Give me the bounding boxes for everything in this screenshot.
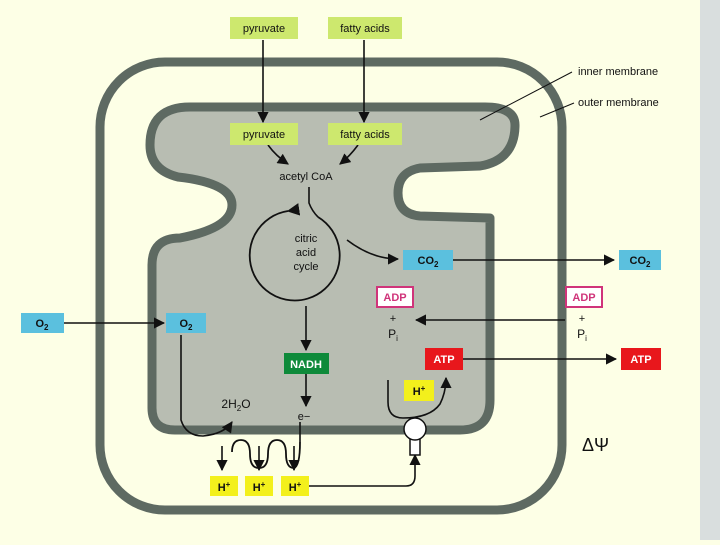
pyruvate-matrix-label: pyruvate (243, 129, 285, 141)
co2-matrix-box (403, 250, 453, 270)
fatty-acids-cytosol-box (328, 17, 402, 39)
atp-matrix-box (425, 348, 463, 370)
co2-cytosol-box (619, 250, 661, 270)
electron-transport-path (231, 439, 301, 469)
outer-membrane (95, 57, 567, 515)
cycle-label-line1: citric (295, 233, 318, 245)
o2-cytosol-box (21, 313, 64, 333)
o2-matrix-label: O2 (179, 318, 193, 332)
diagram-canvas: citric acid cycle pyruvate fatty acids p… (21, 17, 661, 515)
acetyl-coa-label: acetyl CoA (279, 171, 333, 183)
outer-membrane-label: outer membrane (578, 97, 659, 109)
proton-label-1: H+ (218, 480, 231, 494)
side-panel-strip (700, 0, 720, 540)
adp-matrix-label: ADP (383, 292, 406, 304)
nadh-box (284, 353, 329, 374)
o2-matrix-box (166, 313, 206, 333)
citric-acid-cycle-ring (248, 203, 341, 302)
proton-label-2: H+ (253, 480, 266, 494)
atp-synthase-head (403, 417, 427, 441)
membrane-potential-label: ΔΨ (582, 435, 609, 455)
plus-cytosol-label: + (579, 313, 585, 325)
atp-cytosol-box (621, 348, 661, 370)
proton-box-3 (281, 476, 309, 496)
proton-label-matrix: H+ (413, 384, 426, 398)
pi-matrix-label: Pi (388, 327, 398, 343)
fatty-acids-matrix-box (328, 123, 402, 145)
atp-matrix-label: ATP (433, 354, 454, 366)
arrow-proton-to-synthase (309, 453, 421, 487)
arrow-cycle-to-co2 (346, 239, 400, 265)
arrow-fatty-acids-to-acetyl-coa (339, 144, 359, 165)
adp-cytosol-box (565, 286, 603, 308)
arrow-synthase-to-proton (387, 376, 452, 419)
proton-box-2 (245, 476, 273, 496)
inner-membrane-label: inner membrane (578, 66, 658, 78)
fatty-acids-cytosol-label: fatty acids (340, 23, 390, 35)
pyruvate-cytosol-box (230, 17, 298, 39)
arrow-acetyl-coa-to-cycle (308, 187, 319, 218)
proton-box-1 (210, 476, 238, 496)
leader-outer-membrane (539, 102, 575, 118)
o2-cytosol-label: O2 (35, 318, 49, 332)
electron-label: e− (298, 411, 311, 423)
adp-matrix-box (376, 286, 414, 308)
atp-cytosol-label: ATP (630, 354, 651, 366)
arrow-o2-to-water (180, 335, 233, 437)
inner-membrane (145, 102, 520, 435)
proton-label-3: H+ (289, 480, 302, 494)
cycle-label-line2: acid (296, 247, 316, 259)
co2-cytosol-label: CO2 (630, 255, 652, 269)
leader-inner-membrane (479, 71, 573, 121)
pyruvate-cytosol-label: pyruvate (243, 23, 285, 35)
pyruvate-matrix-box (230, 123, 298, 145)
water-label: 2H2O (221, 397, 250, 413)
adp-cytosol-label: ADP (572, 292, 595, 304)
pi-cytosol-label: Pi (577, 327, 587, 343)
nadh-label: NADH (290, 359, 322, 371)
plus-matrix-label: + (390, 313, 396, 325)
proton-box-matrix (404, 380, 434, 401)
co2-matrix-label: CO2 (418, 255, 440, 269)
fatty-acids-matrix-label: fatty acids (340, 129, 390, 141)
arrow-pyruvate-to-acetyl-coa (267, 144, 289, 165)
cycle-label-line3: cycle (293, 261, 318, 273)
